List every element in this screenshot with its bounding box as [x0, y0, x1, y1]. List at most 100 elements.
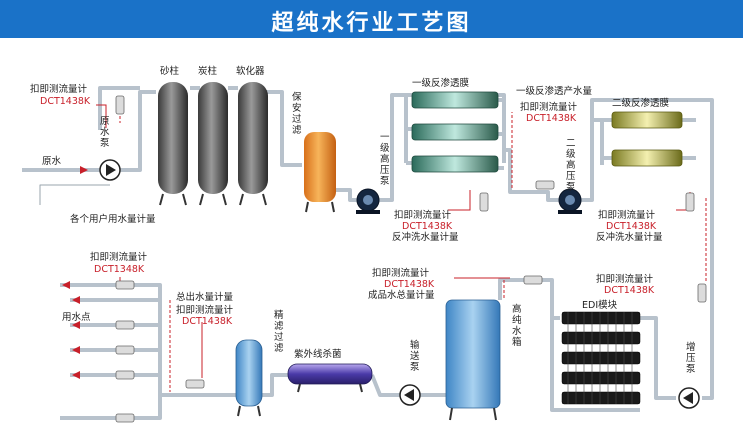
hp-pump-1-label: 一级高压泵 [380, 132, 390, 187]
pipe-filter-to-hp1 [336, 188, 358, 202]
backwash2-meter-name: 扣即测流量计 [598, 209, 656, 221]
pipe-edi-to-tank [498, 278, 554, 318]
ro1-permeate-label: 一级反渗透产水量 [516, 85, 593, 97]
pipe-user-metering [39, 184, 110, 205]
pipe-hp1-to-ro1 [378, 93, 408, 202]
pipe-user-branches [70, 298, 160, 377]
flowmeter-raw [115, 95, 125, 115]
pipe-pump-to-uv [370, 374, 400, 397]
raw-pump-label: 原水泵 [100, 116, 110, 149]
pretreatment-vessels [158, 82, 268, 206]
users-meter-model: DCT1348K [94, 264, 145, 275]
edi-in-meter-name: 扣即测流量计 [596, 273, 654, 285]
hp-pump-2 [558, 188, 582, 214]
flowmeter-user-3 [115, 345, 135, 355]
meter-leader-lines [96, 96, 707, 392]
flow-arrows [62, 166, 88, 379]
edi-module-4 [561, 371, 641, 385]
edi-ribs [567, 312, 633, 404]
pipe-ro2-outlet [682, 118, 696, 160]
flowmeter-user-2 [115, 320, 135, 330]
total-out-meter-name: 扣即测流量计 [176, 304, 234, 316]
ro1-membranes [411, 91, 499, 173]
total-out-desc: 总出水量计量 [176, 291, 234, 303]
pipe-return [60, 395, 162, 420]
uv-label: 紫外线杀菌 [294, 348, 342, 360]
edi-in-meter-model: DCT1438K [604, 285, 655, 296]
users-meter-name: 扣即测流量计 [90, 251, 148, 263]
carbon-filter-label: 炭柱 [198, 65, 218, 77]
carbon-filter-vessel [198, 82, 228, 206]
sand-filter-vessel [158, 82, 188, 206]
product-desc: 成品水总量计量 [368, 289, 435, 301]
security-filter-vessel [304, 132, 336, 213]
sand-filter-label: 砂柱 [160, 65, 180, 77]
pipe-ro2-feed [602, 118, 612, 160]
transfer-pump-label: 输送泵 [410, 339, 420, 373]
flowmeter-user-1 [115, 280, 135, 290]
ro1-membrane-1 [411, 91, 499, 109]
product-meter-model: DCT1438K [384, 279, 435, 290]
raw-water-pump [99, 159, 121, 181]
leader-backwash1 [448, 190, 471, 211]
pipe-raw-meter-branch [98, 86, 140, 130]
pipe-softener-to-filter [266, 90, 302, 167]
pipe-raw-to-sand [120, 90, 156, 172]
flowmeter-product [523, 275, 543, 285]
flowmeter-total [185, 379, 205, 389]
ro2-membranes [611, 111, 683, 167]
ro1-out-meter-model: DCT1438K [526, 113, 577, 124]
hp-pump-2-label: 二级高压泵 [566, 138, 576, 193]
flowmeter-backwash2 [685, 192, 695, 212]
pipe-ro1-outlet [498, 98, 504, 170]
arrow-user-4 [72, 346, 80, 354]
uv-sterilizer [287, 363, 373, 393]
flowmeter-user-5 [115, 413, 135, 423]
booster-pump [678, 387, 700, 409]
user-metering-label: 各个用户用水量计量 [70, 213, 156, 225]
edi-modules [561, 311, 641, 405]
uhp-tank [445, 299, 501, 421]
ro2-label: 二级反渗透膜 [612, 97, 670, 109]
pipe-uv-to-filter [262, 373, 288, 397]
pipe-to-booster [702, 295, 714, 400]
edi-module-2 [561, 331, 641, 345]
raw-meter-model: DCT1438K [40, 96, 91, 107]
pipe-to-users [60, 283, 236, 397]
flowmeter-ro1-out [535, 180, 555, 190]
pipe-ro2-to-edi [590, 98, 714, 295]
flowmeter-backwash1 [479, 192, 489, 212]
backwash1-meter-name: 扣即测流量计 [394, 209, 452, 221]
backwash1-meter-model: DCT1438K [402, 221, 453, 232]
use-point-label: 用水点 [62, 311, 91, 323]
backwash1-desc: 反冲洗水量计量 [392, 231, 459, 243]
pipe-booster-to-edi [640, 316, 676, 400]
softener-vessel [238, 82, 268, 206]
edi-module-3 [561, 351, 641, 365]
edi-label: EDI模块 [582, 299, 618, 311]
security-filter-label: 保安过滤 [292, 91, 302, 136]
ro2-membrane-2 [611, 149, 683, 167]
uhp-tank-label: 高纯水箱 [512, 303, 522, 348]
arrow-raw-in [80, 166, 88, 174]
transfer-pump [399, 384, 421, 406]
booster-pump-label: 增压泵 [686, 341, 696, 375]
pipe-hp2-to-ro2 [580, 118, 604, 202]
page-title: 超纯水行业工艺图 [271, 11, 472, 36]
ro1-membrane-2 [411, 123, 499, 141]
precision-filter-vessel [235, 339, 263, 417]
ro1-membrane-3 [411, 155, 499, 173]
precision-filter-label: 精滤过滤 [274, 309, 284, 354]
pumps [99, 159, 700, 409]
pipe-ro1-feed [406, 127, 412, 165]
backwash2-desc: 反冲洗水量计量 [596, 231, 663, 243]
arrow-user-1 [62, 281, 70, 289]
leader-raw [96, 104, 107, 128]
edi-module-1 [561, 311, 641, 325]
arrow-user-3 [72, 321, 80, 329]
arrow-user-2 [72, 296, 80, 304]
raw-water-label: 原水 [42, 155, 62, 167]
